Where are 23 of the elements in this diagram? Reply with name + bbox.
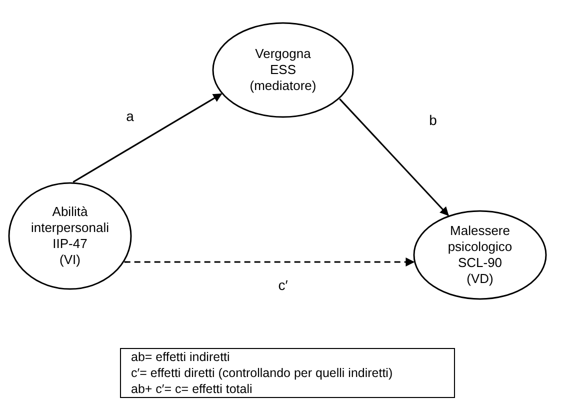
arrow	[124, 258, 415, 266]
node-label: Malessere	[450, 223, 510, 239]
edge-label: c′	[276, 277, 290, 293]
arrow	[339, 98, 449, 216]
node-label: (VD)	[466, 271, 494, 287]
node-label: IIP-47	[52, 236, 88, 252]
node-label: SCL-90	[458, 255, 502, 271]
node-label: (mediatore)	[250, 78, 316, 94]
node-label: Abilità	[52, 204, 88, 220]
ellipse-node	[8, 182, 132, 290]
arrow	[72, 93, 222, 183]
edge-label: b	[427, 112, 439, 128]
note-box	[120, 348, 455, 398]
ellipse-node	[413, 210, 547, 300]
node-label: Vergogna	[255, 46, 311, 62]
note-text: c′= effetti diretti (controllando per quelli indiretti)	[131, 365, 394, 381]
ellipse-node	[212, 22, 354, 118]
note-text: ab+ c′= c= effetti totali	[131, 381, 254, 397]
note-text: ab= effetti indiretti	[131, 349, 231, 365]
node-label: interpersonali	[30, 220, 110, 236]
node-label: ESS	[270, 62, 296, 78]
node-label: (VI)	[60, 252, 80, 268]
node-label: psicologico	[448, 239, 512, 255]
